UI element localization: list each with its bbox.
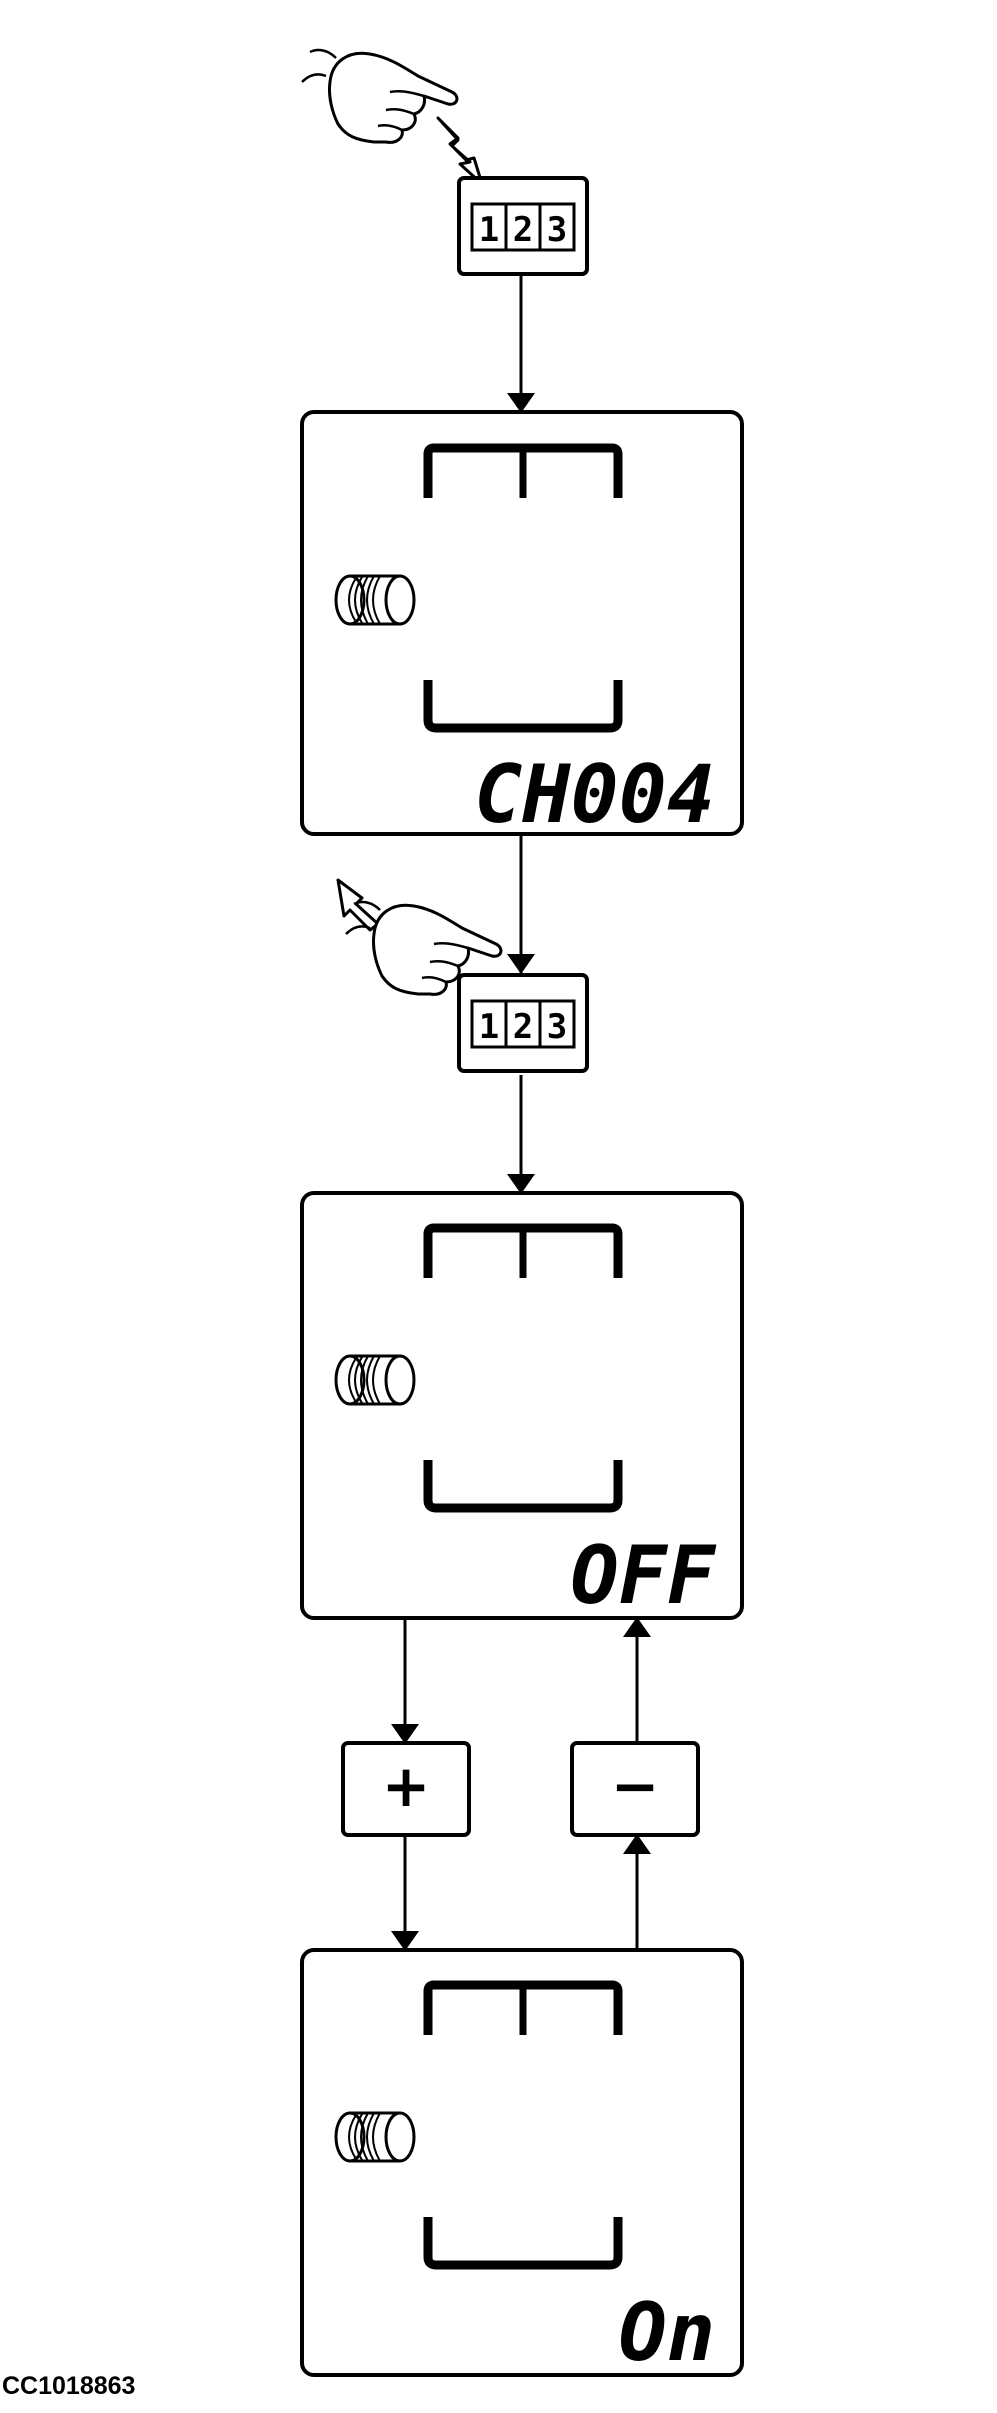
keypad-123-button[interactable]: 1 2 3 xyxy=(457,973,589,1073)
key-digit: 3 xyxy=(547,210,567,250)
connector-arrows xyxy=(391,275,651,1951)
minus-button[interactable]: − xyxy=(570,1741,700,1837)
key-digit: 1 xyxy=(479,1007,499,1047)
key-digit: 2 xyxy=(513,1007,533,1047)
hand-press-icon xyxy=(300,48,484,186)
display-screen-1: CH004 xyxy=(300,410,744,841)
key-digit: 2 xyxy=(513,210,533,250)
hand-release-icon xyxy=(336,878,503,996)
plus-button[interactable]: + xyxy=(341,1741,471,1837)
screen-readout: OFF xyxy=(571,1529,717,1622)
display-screen-3: On xyxy=(300,1948,744,2379)
plus-label: + xyxy=(382,1752,431,1820)
key-digit: 3 xyxy=(547,1007,567,1047)
minus-label: − xyxy=(611,1752,660,1820)
key-digit: 1 xyxy=(479,210,499,250)
keypad-123-button[interactable]: 1 2 3 xyxy=(457,176,589,276)
screen-readout: On xyxy=(619,2286,715,2379)
screen-readout: CH004 xyxy=(474,748,715,841)
display-screen-2: OFF xyxy=(300,1191,744,1622)
figure-id: CC1018863 xyxy=(2,2372,136,2400)
